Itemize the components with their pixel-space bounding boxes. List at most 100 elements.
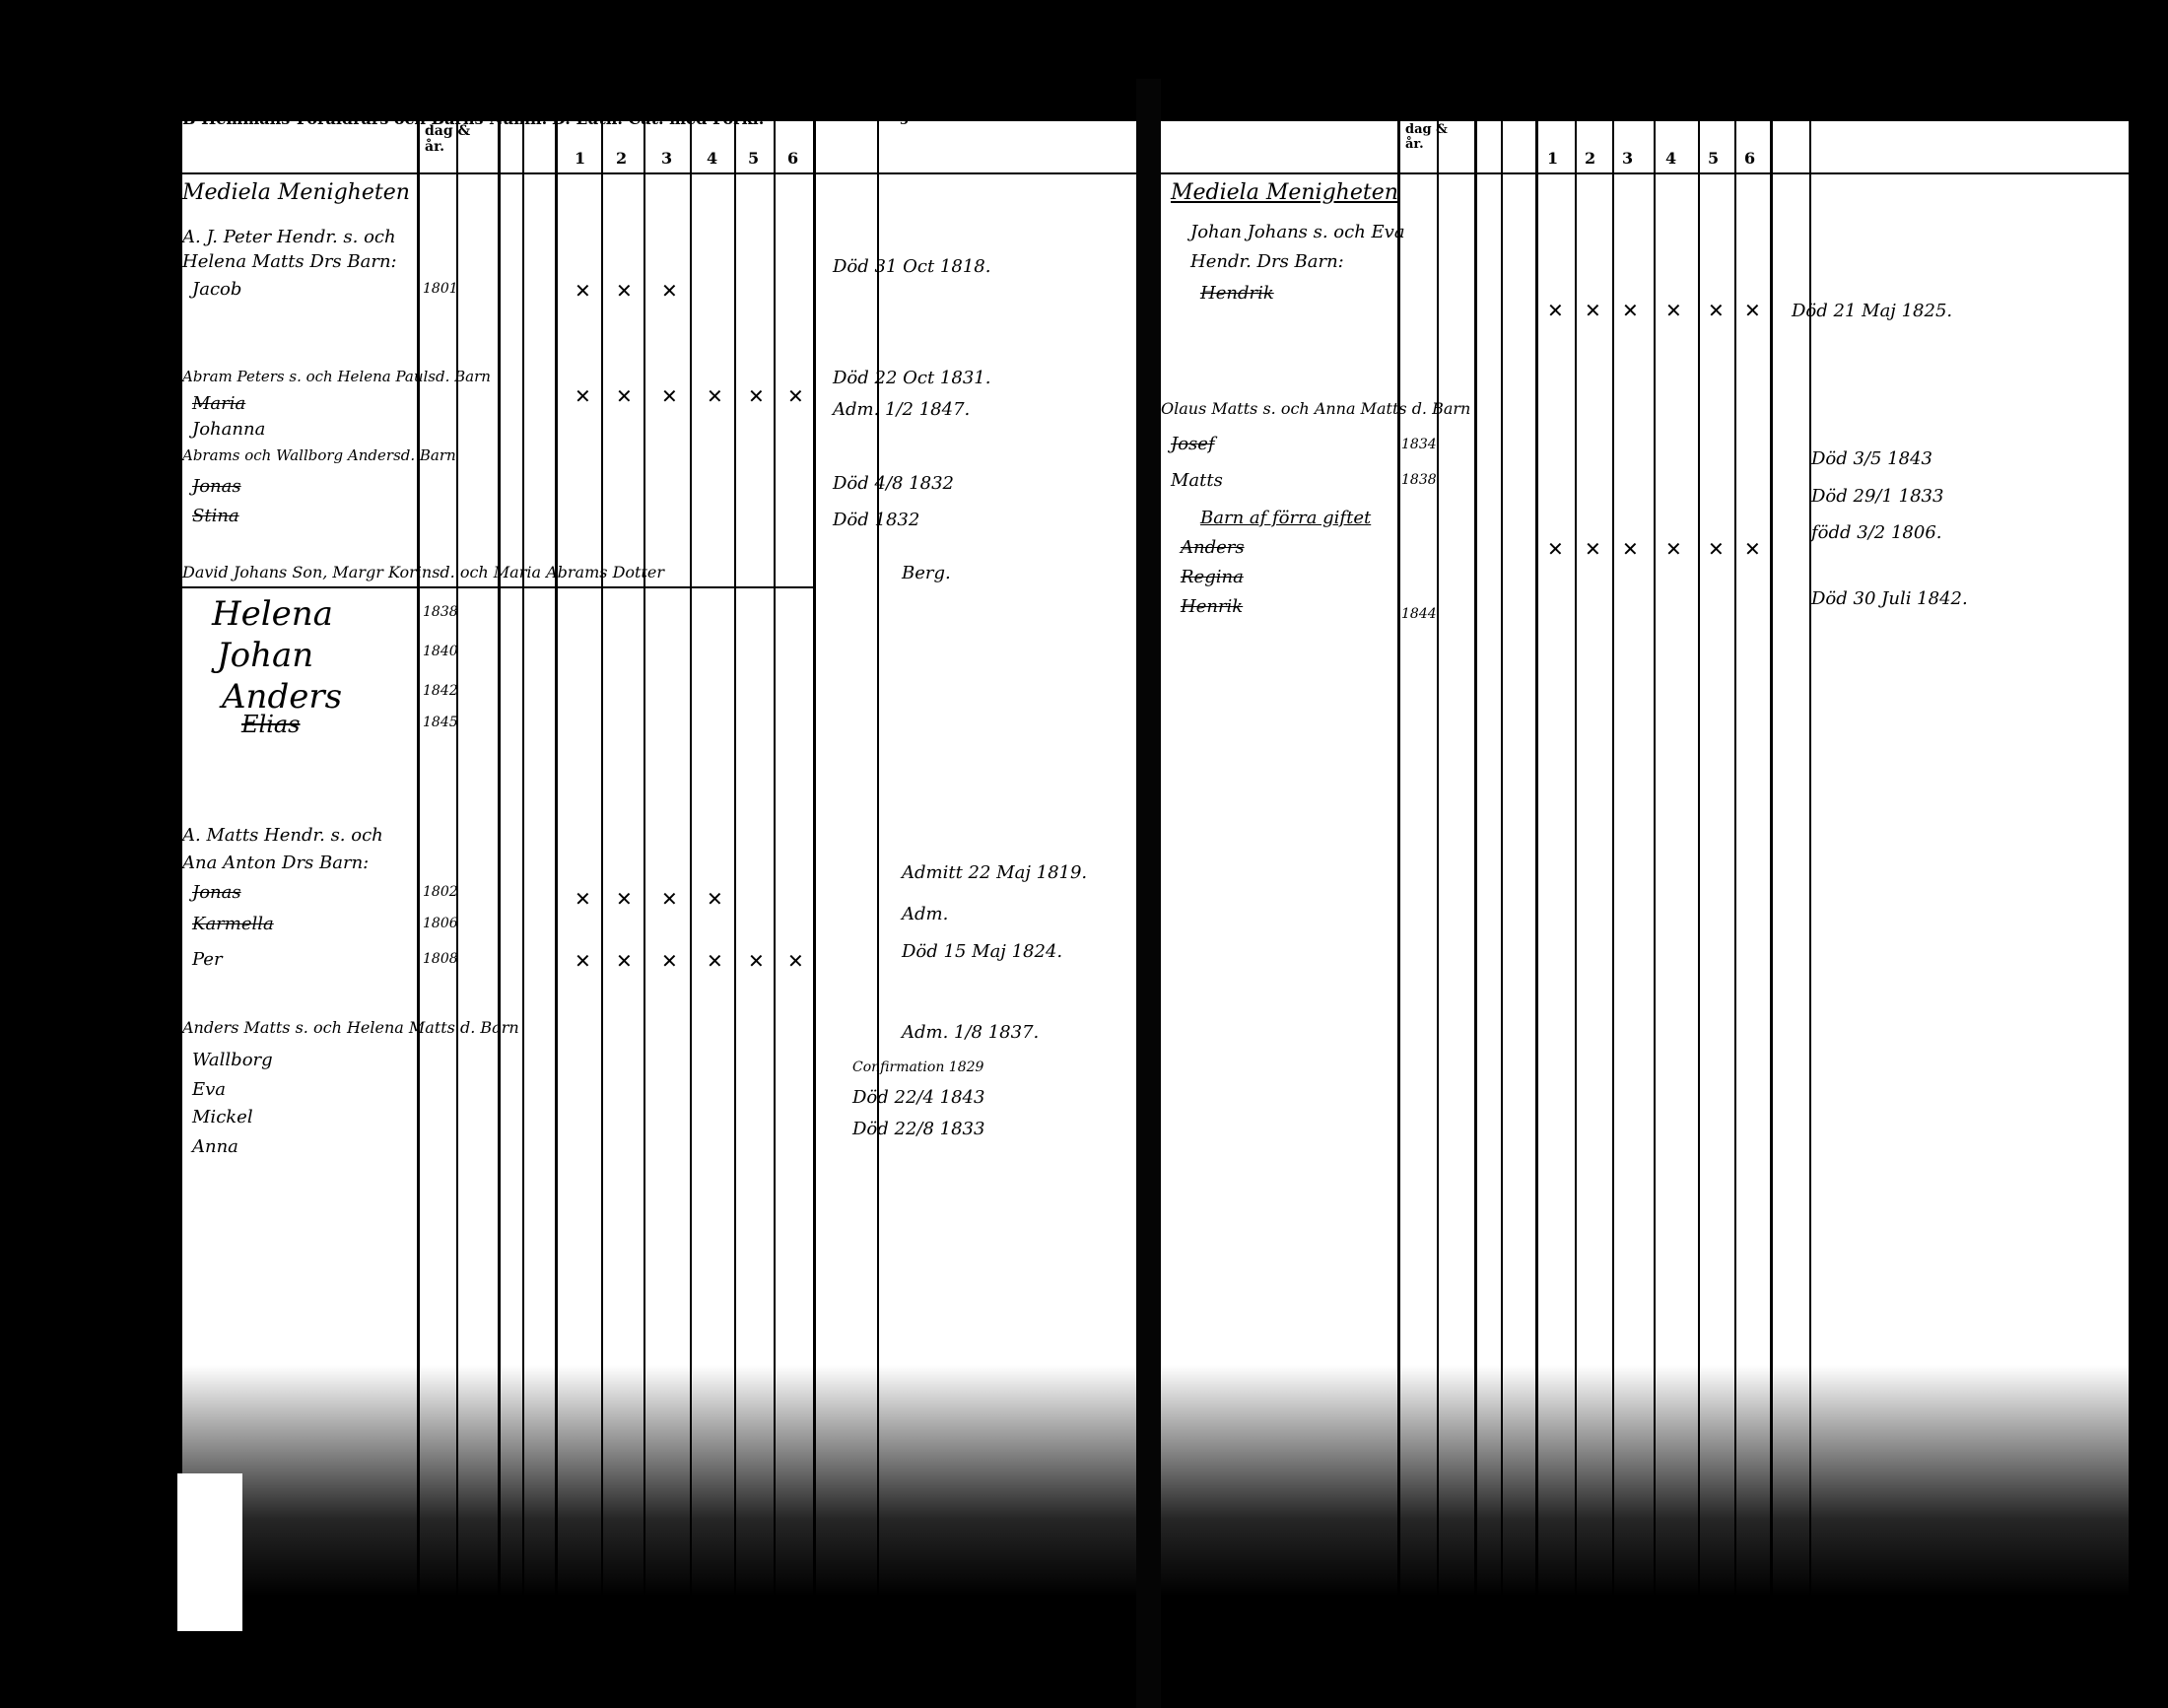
birth-date: 1844 <box>1401 606 1437 622</box>
catechism-mark: ✕ <box>1708 299 1725 322</box>
child-name: Wallborg <box>192 1050 273 1070</box>
header-rule <box>182 172 1136 174</box>
child-name: Stina <box>192 506 239 526</box>
remark: Confirmation 1829 <box>852 1059 984 1075</box>
child-name: Hendrik <box>1200 283 1274 304</box>
page-edge-shadow <box>1161 103 2129 121</box>
family-head: Abrams och Wallborg Andersd. Barn <box>182 446 456 464</box>
page-edge-shadow <box>182 103 1136 121</box>
child-name: Karmella <box>192 914 274 934</box>
catechism-mark: ✕ <box>575 279 591 303</box>
catechism-mark: ✕ <box>575 887 591 911</box>
remark: Död 3/5 1843 <box>1811 448 1933 469</box>
cat-col-2: 2 <box>616 149 628 168</box>
child-name: Maria <box>192 393 246 414</box>
birth-date: 1840 <box>423 644 458 659</box>
catechism-mark: ✕ <box>1744 299 1761 322</box>
remark: Död 29/1 1833 <box>1811 486 1944 507</box>
catechism-mark: ✕ <box>1744 537 1761 561</box>
column-rule <box>1809 103 1811 1621</box>
page-tab <box>177 1473 242 1631</box>
column-rule <box>1474 103 1477 1621</box>
catechism-mark: ✕ <box>1665 537 1682 561</box>
birth-date: 1834 <box>1401 437 1437 452</box>
birth-date: 1806 <box>423 916 458 931</box>
birth-date: 1801 <box>423 281 458 297</box>
family-head: David Johans Son, Margr Korinsd. och Mar… <box>182 563 664 581</box>
child-name: Anna <box>192 1136 238 1157</box>
column-rule <box>1770 103 1773 1621</box>
catechism-mark: ✕ <box>616 887 633 911</box>
entry-rule <box>182 586 813 588</box>
catechism-mark: ✕ <box>1622 299 1639 322</box>
catechism-mark: ✕ <box>1547 299 1564 322</box>
child-name: Johanna <box>192 419 266 440</box>
remark: Adm. 1/2 1847. <box>833 399 971 420</box>
catechism-mark: ✕ <box>1547 537 1564 561</box>
family-head: Anders Matts s. och Helena Matts d. Barn <box>182 1018 519 1037</box>
name-column-header: Hemmans-Föräldrars och Barns Namn. <box>1166 109 1469 125</box>
parish-label: Mediela Menigheten <box>182 180 410 205</box>
cat-col-1: 1 <box>1547 149 1559 168</box>
family-head: Helena Matts Drs Barn: <box>182 251 397 272</box>
remark: Död 21 Maj 1825. <box>1792 301 1953 321</box>
child-name: Anders <box>222 677 343 717</box>
parish-label: Mediela Menigheten <box>1171 180 1398 205</box>
column-rule <box>1397 103 1400 1621</box>
cat-col-5: 5 <box>748 149 760 168</box>
family-head: Abram Peters s. och Helena Paulsd. Barn <box>182 368 491 385</box>
catechism-mark: ✕ <box>575 949 591 973</box>
cat-col-2: 2 <box>1585 149 1596 168</box>
birth-column-header: Födelse-dag & år. <box>1405 107 1465 152</box>
cat-col-5: 5 <box>1708 149 1720 168</box>
column-rule <box>1575 103 1577 1621</box>
family-head: Johan Johans s. och Eva <box>1190 222 1405 242</box>
remarks-column-header: Anmärkningar för de skrifv-adelse. m. m. <box>813 109 1133 125</box>
family-head: Hendr. Drs Barn: <box>1190 251 1344 272</box>
column-rule <box>877 103 879 1621</box>
remark: född 3/2 1806. <box>1811 522 1942 543</box>
child-name: Elias <box>241 711 301 738</box>
child-name: Jacob <box>192 279 242 300</box>
catechism-mark: ✕ <box>707 949 723 973</box>
child-name: Helena <box>212 594 333 634</box>
child-name: Johan <box>217 636 314 675</box>
family-head: A. J. Peter Hendr. s. och <box>182 227 396 247</box>
catechism-mark: ✕ <box>787 949 804 973</box>
catechism-mark: ✕ <box>748 384 765 408</box>
column-rule <box>456 103 458 1621</box>
column-rule <box>1535 103 1538 1621</box>
column-rule <box>690 103 692 1621</box>
birth-date: 1838 <box>1401 472 1437 488</box>
remark: Död 22 Oct 1831. <box>833 368 991 388</box>
column-rule <box>522 103 524 1621</box>
catechism-mark: ✕ <box>707 887 723 911</box>
birth-date: 1842 <box>423 683 458 699</box>
remark: Död 1832 <box>833 510 920 530</box>
catechism-mark: ✕ <box>1622 537 1639 561</box>
remark: Död 22/8 1833 <box>852 1119 985 1139</box>
child-name: Regina <box>1181 567 1244 587</box>
remark: Död 31 Oct 1818. <box>833 256 991 277</box>
name-column-header: B Hemmans-Föräldrars och Barns Namn. <box>182 109 548 128</box>
column-rule <box>555 103 558 1621</box>
catechism-mark: ✕ <box>661 279 678 303</box>
right-register-page: Hemmans-Föräldrars och Barns Namn. Födel… <box>1161 103 2129 1621</box>
catechism-mark: ✕ <box>707 384 723 408</box>
left-register-page: B Hemmans-Föräldrars och Barns Namn. Föd… <box>182 103 1136 1621</box>
column-rule <box>1734 103 1736 1621</box>
child-name: Anders <box>1181 537 1245 558</box>
catechism-mark: ✕ <box>1708 537 1725 561</box>
catechism-header: D. Luth. Cat. med Förkl. <box>552 109 765 128</box>
remark: Adm. <box>902 904 949 924</box>
header-rule <box>1161 172 2129 174</box>
column-rule <box>1612 103 1614 1621</box>
remark: Död 22/4 1843 <box>852 1087 985 1108</box>
birth-date: 1808 <box>423 951 458 967</box>
catechism-mark: ✕ <box>616 384 633 408</box>
catechism-mark: ✕ <box>1585 537 1601 561</box>
book-spine <box>1136 79 1161 1708</box>
cat-col-6: 6 <box>1744 149 1756 168</box>
catechism-mark: ✕ <box>1585 299 1601 322</box>
child-name: Jonas <box>192 882 241 903</box>
